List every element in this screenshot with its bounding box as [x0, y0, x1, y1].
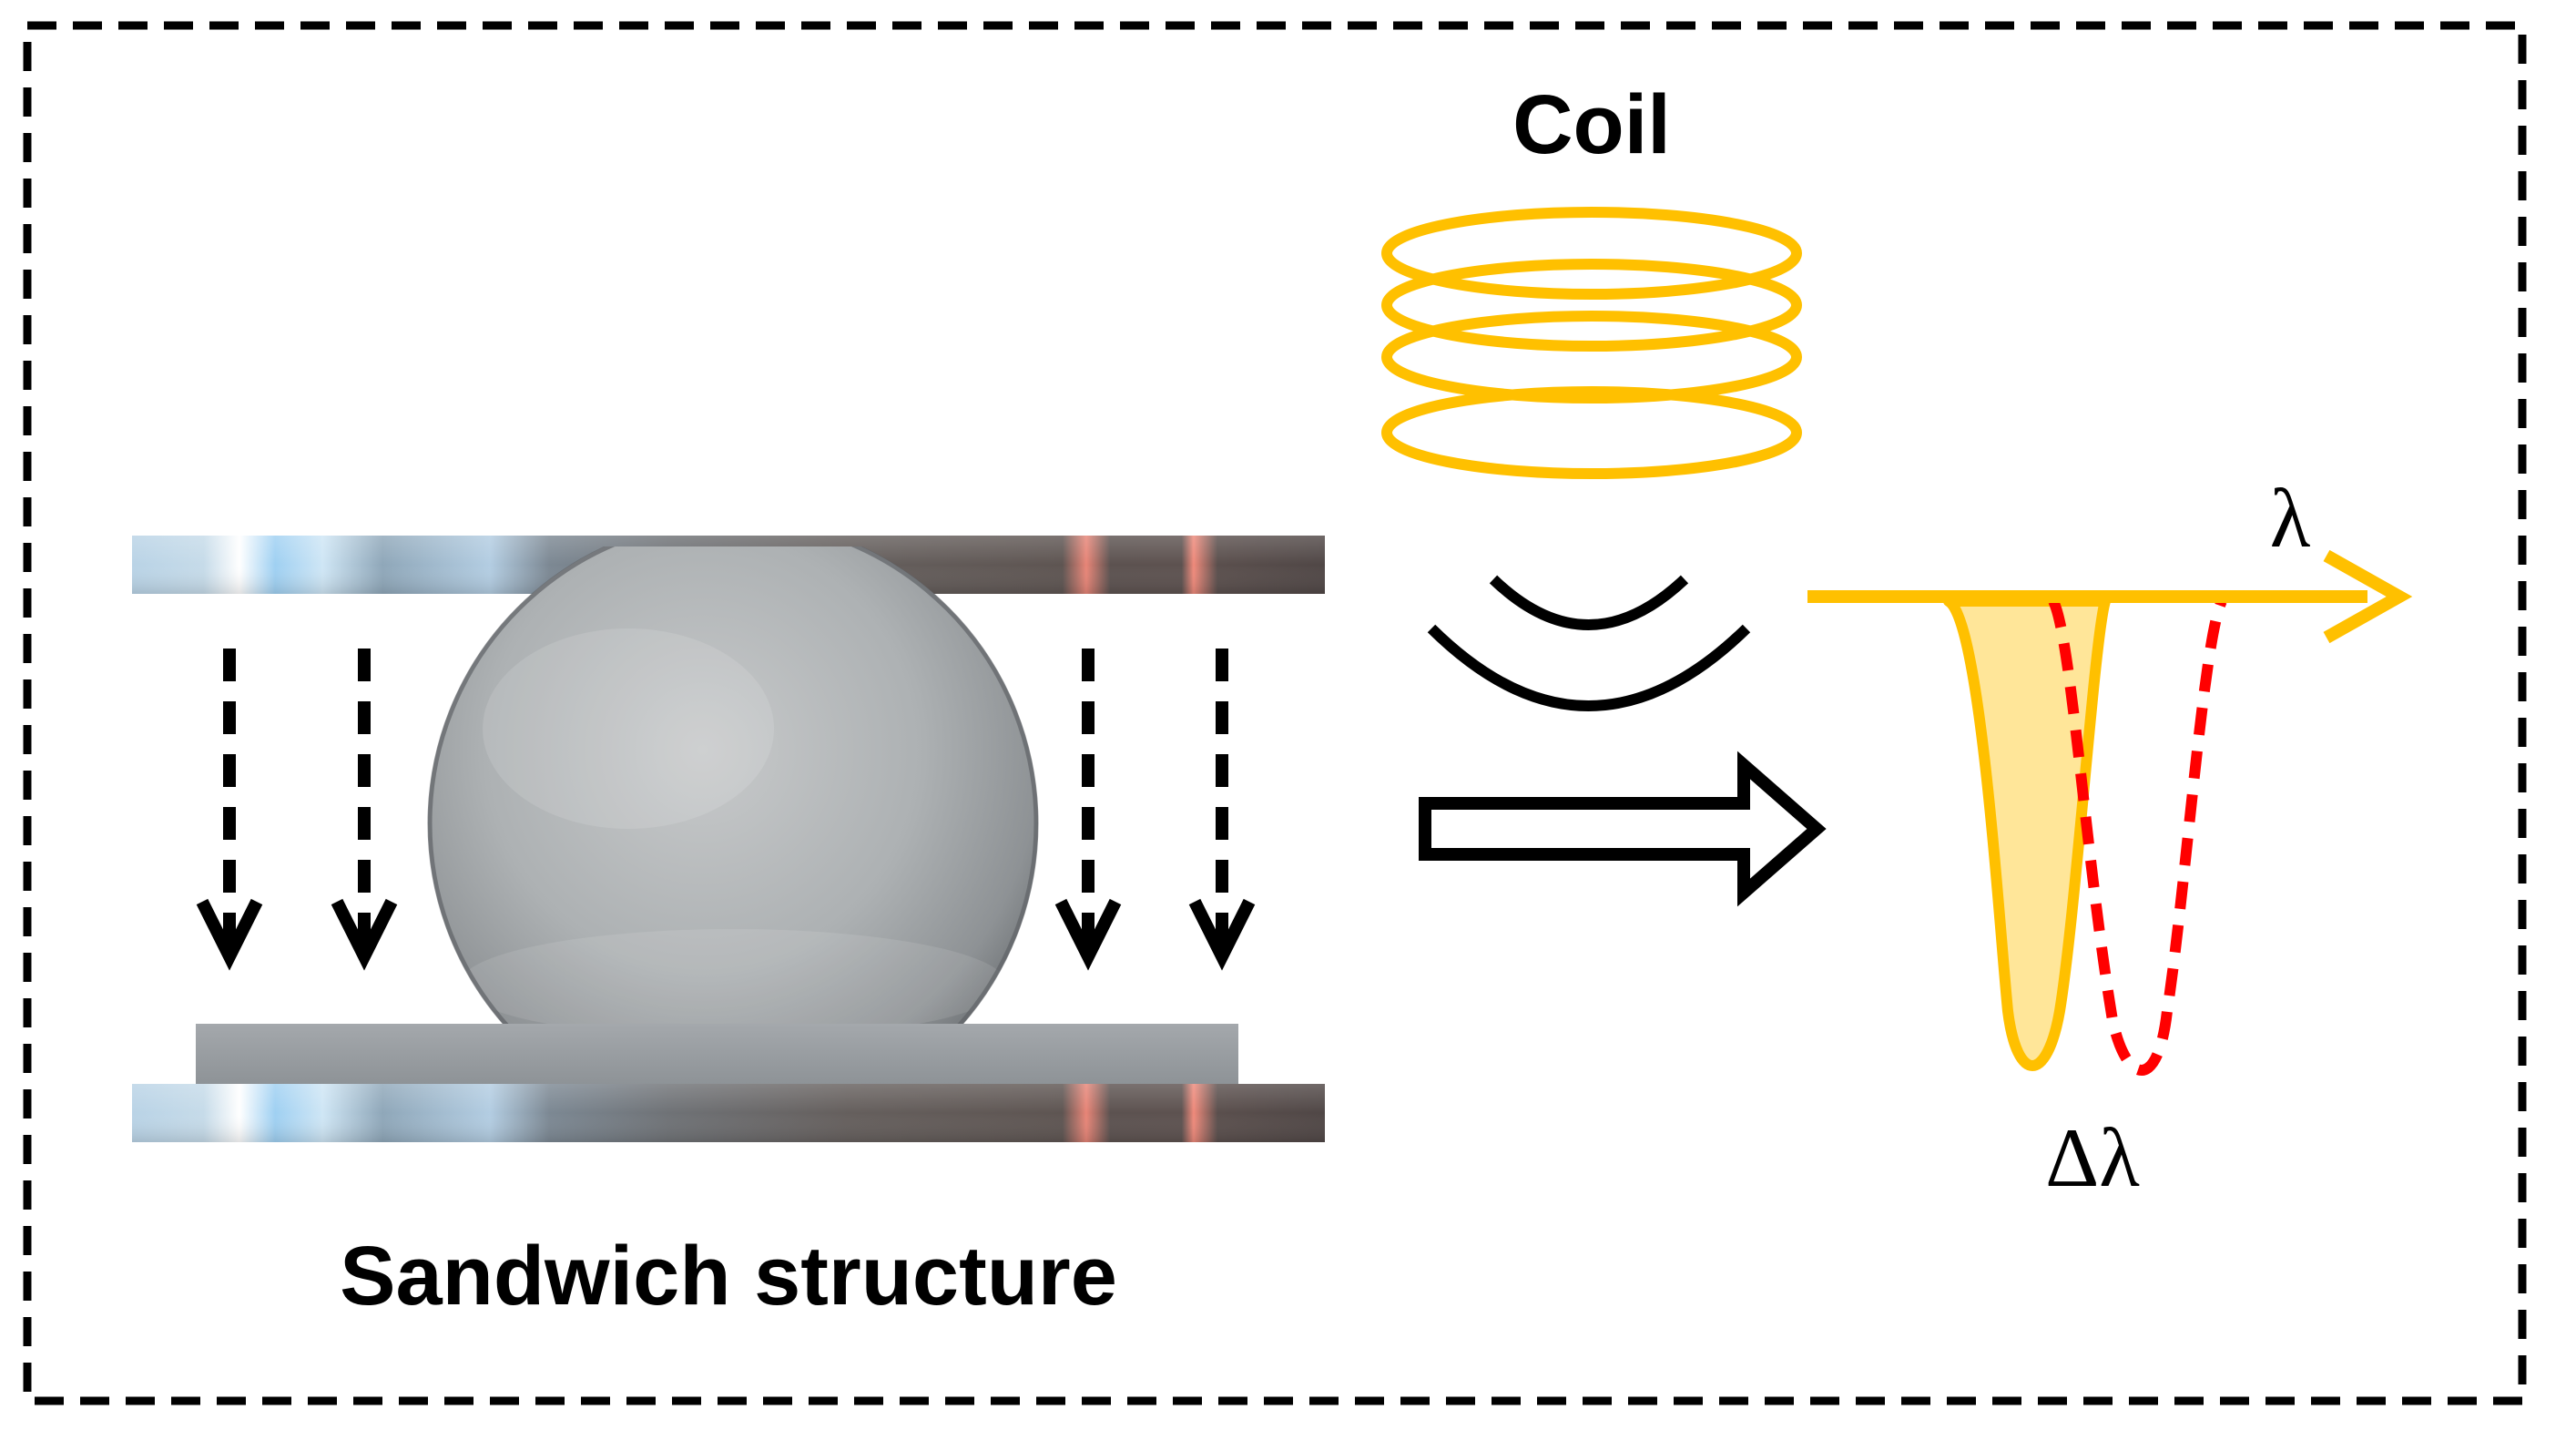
coil-label: Coil [1512, 78, 1671, 171]
lambda-label: λ [2270, 472, 2311, 565]
force-arrow [331, 649, 398, 971]
original-resonance-dip [1943, 596, 2111, 1071]
signal-waves-icon [1427, 575, 1751, 711]
delta-lambda-label: Δλ [2045, 1111, 2140, 1204]
force-arrow [196, 649, 263, 971]
sandwich-structure-label: Sandwich structure [340, 1230, 1117, 1323]
glass-sphere [427, 546, 1039, 1026]
shifted-resonance-dip [2048, 598, 2227, 1076]
wavelength-axis [1807, 549, 2413, 644]
coil-icon [1381, 207, 1802, 479]
substrate-plate [196, 1024, 1238, 1084]
force-arrows [196, 649, 1256, 971]
bottom-plate [132, 1084, 1325, 1142]
force-arrow [1188, 649, 1256, 971]
hollow-arrow-icon [1419, 751, 1827, 907]
force-arrow [1054, 649, 1122, 971]
dashed-frame [23, 21, 2527, 1405]
